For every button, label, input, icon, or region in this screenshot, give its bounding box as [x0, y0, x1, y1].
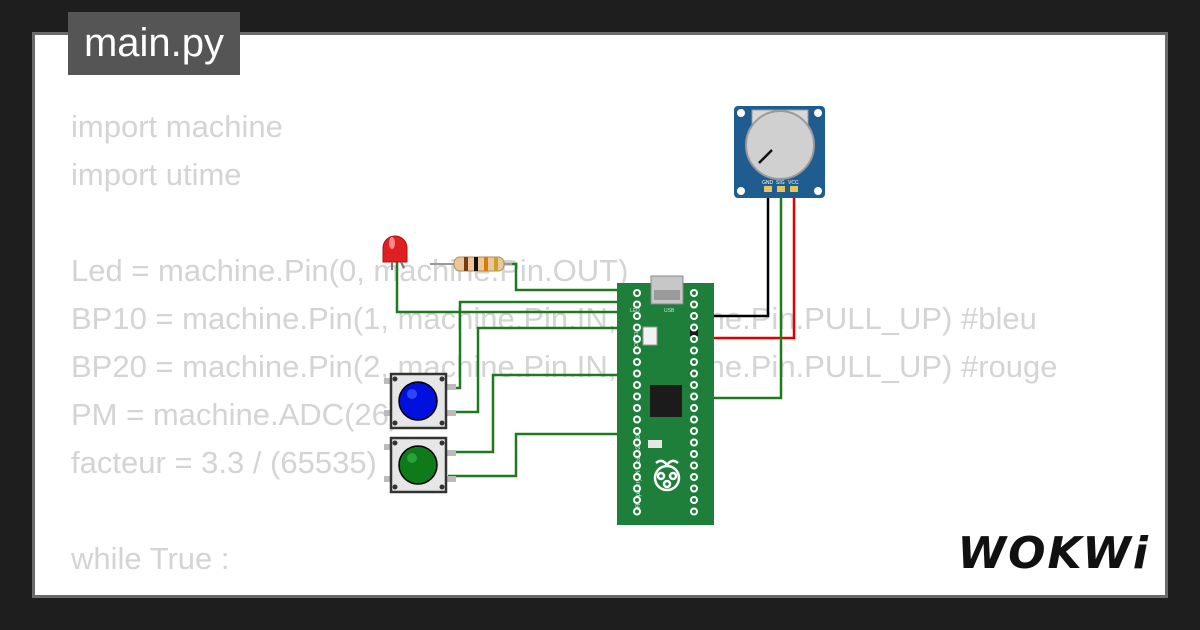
pin-hole-center	[635, 314, 639, 318]
pin-hole-center	[692, 383, 696, 387]
wire-led-gnd	[395, 262, 625, 314]
pin-hole-center	[692, 371, 696, 376]
green-pushbutton[interactable]	[384, 436, 456, 494]
pin-hole-center	[635, 463, 639, 468]
rp2040-chip	[650, 385, 682, 417]
pin-hole-center	[635, 509, 639, 514]
pin-hole-center	[692, 337, 696, 341]
code-line: Led = machine.Pin(0, machine.Pin.OUT)	[71, 253, 629, 288]
pin-hole-center	[692, 302, 696, 307]
pin-hole-center	[692, 486, 696, 491]
pin-hole-center	[692, 452, 696, 456]
code-line: while BP10.value() == False	[71, 583, 1058, 595]
pot-indicator	[758, 149, 773, 164]
pin-hole-center	[692, 325, 696, 330]
pin-hole-center	[635, 486, 639, 491]
pot-pin-gnd: GND	[762, 180, 774, 186]
pin-hole-center	[635, 302, 639, 307]
pin-hole-center	[692, 348, 696, 353]
pin-hole-center	[635, 325, 639, 330]
pin-hole-center	[692, 475, 696, 479]
pot-pin-vcc: VCC	[788, 180, 799, 186]
code-line: PM = machine.ADC(26)	[71, 397, 400, 432]
board-pin-headers	[633, 289, 698, 516]
pin-hole-center	[635, 498, 639, 502]
pin-hole-center	[635, 406, 639, 410]
pin-hole-center	[635, 452, 639, 456]
pin-hole-center	[635, 440, 639, 445]
code-area: import machine import utime Led = machine…	[32, 32, 1168, 598]
wire-btn-green-b	[448, 432, 625, 478]
wire-resistor	[504, 262, 625, 292]
pin-hole-center	[635, 360, 639, 364]
resistor[interactable]	[430, 256, 512, 272]
pin-hole-center	[635, 417, 639, 422]
blue-pushbutton[interactable]	[384, 372, 456, 430]
led-label: LED	[630, 308, 640, 314]
code-line: while True :	[71, 541, 230, 576]
canvas-card	[32, 32, 1168, 598]
pin-hole-center	[635, 429, 639, 433]
pin-hole-center	[635, 383, 639, 387]
raspberry-logo-icon	[653, 459, 681, 492]
pin-hole-center	[692, 498, 696, 502]
pin-hole-center	[692, 406, 696, 410]
pin-hole-center	[692, 291, 696, 295]
pin-hole-center	[692, 417, 696, 422]
pin-hole-center	[692, 314, 696, 318]
pin-hole-center	[635, 291, 639, 295]
raspberry-pi-pico-board[interactable]: USB LED BOOTSEL Raspberry Pi Pico ©2020	[617, 275, 714, 525]
pin-hole-center	[692, 440, 696, 445]
pin-hole-center	[635, 371, 639, 376]
bootsel-button[interactable]	[642, 326, 658, 346]
file-tab[interactable]: main.py	[68, 12, 240, 75]
pin-hole-center	[692, 360, 696, 364]
red-led[interactable]	[382, 235, 408, 270]
pin-hole-center	[635, 337, 639, 341]
wire-pot-vcc	[707, 186, 796, 340]
pin-hole-center	[692, 463, 696, 468]
code-line: import machine	[71, 109, 283, 144]
board-silk-label: Raspberry Pi Pico ©2020	[634, 435, 642, 508]
usb-label: USB	[664, 308, 675, 314]
pin-hole-center	[635, 348, 639, 353]
wokwi-logo: WOKWi	[957, 528, 1150, 579]
pin-hole-center	[692, 509, 696, 514]
pin-hole-center	[692, 429, 696, 433]
pin-hole-center	[635, 475, 639, 479]
potentiometer[interactable]: GND SIG VCC	[734, 106, 825, 198]
wires	[395, 186, 796, 478]
wire-btn-blue-b	[448, 326, 625, 414]
wire-pot-gnd	[707, 186, 770, 318]
code-listing: import machine import utime Led = machine…	[71, 103, 1058, 595]
code-line: import utime	[71, 157, 242, 192]
pin-hole-center	[692, 394, 696, 399]
wire-pot-sig	[707, 186, 783, 400]
pot-pin-sig: SIG	[776, 180, 785, 186]
pin-hole-center	[635, 394, 639, 399]
wire-btn-green-a	[448, 373, 625, 454]
code-line: facteur = 3.3 / (65535)	[71, 445, 377, 480]
pot-knob[interactable]	[745, 110, 815, 180]
